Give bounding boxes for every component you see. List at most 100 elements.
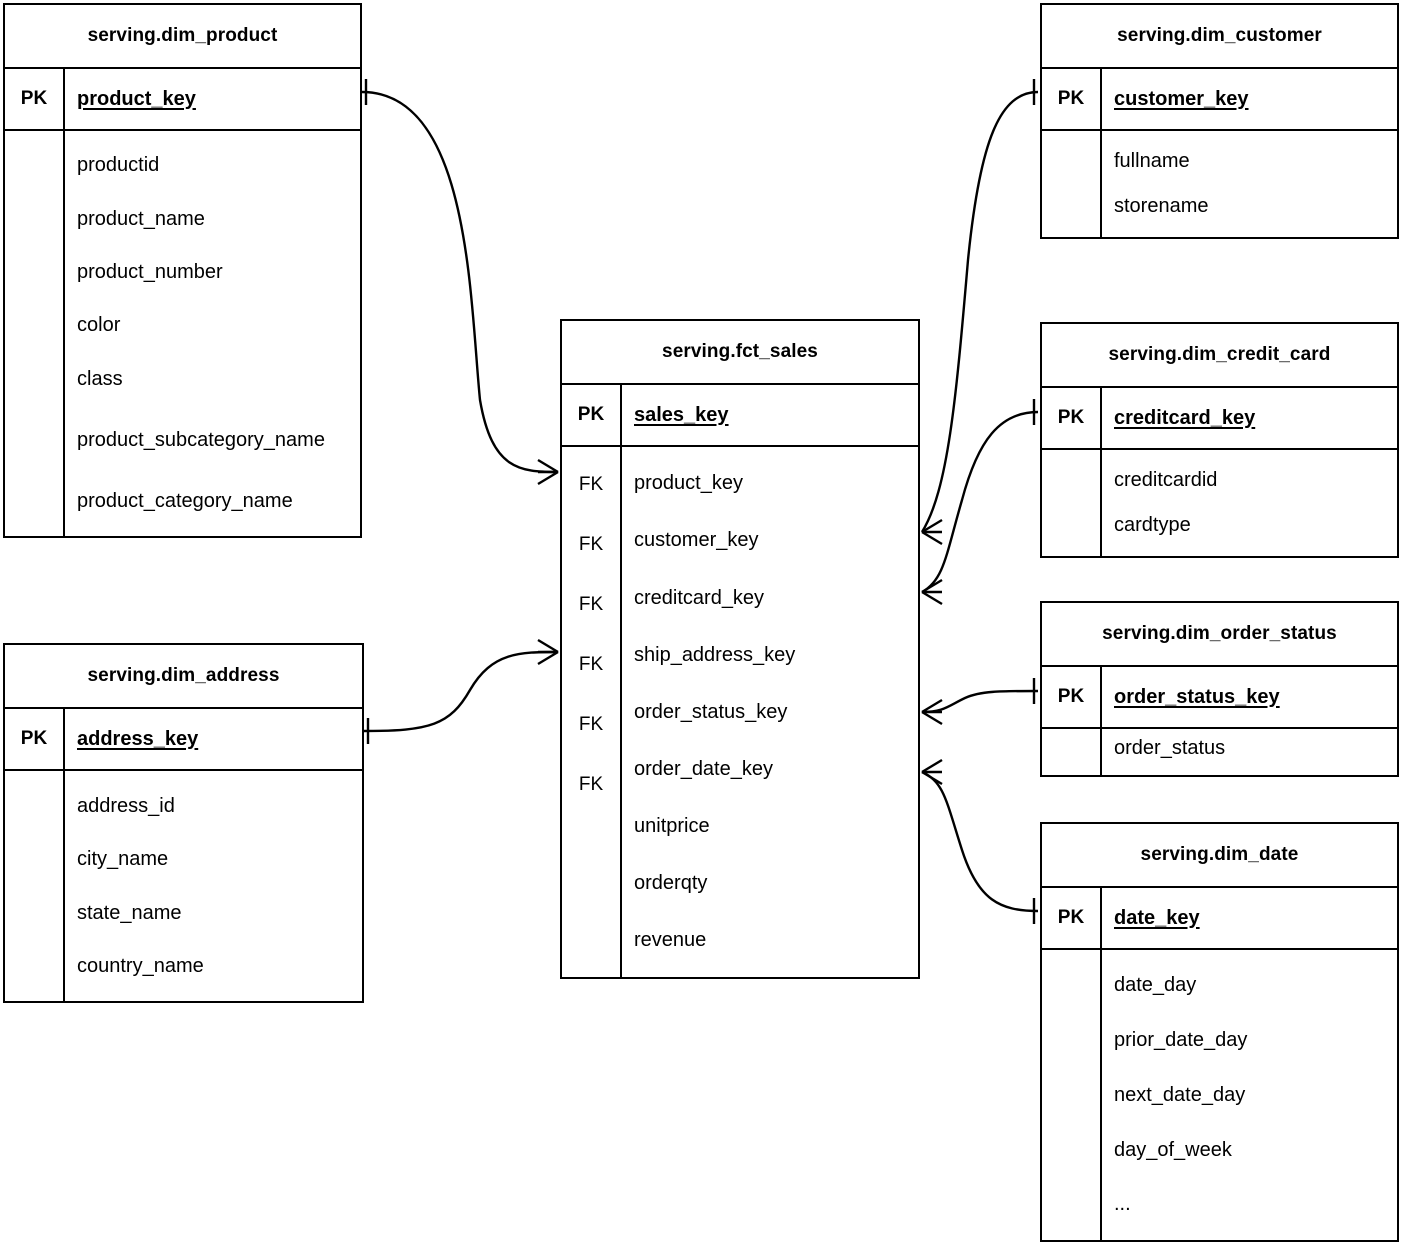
relationship-creditcard xyxy=(921,399,1039,606)
attribute-row: date_day xyxy=(1114,974,1197,997)
fk-gutter: FK FK FK FK FK FK xyxy=(562,447,622,979)
attribute-list: address_id city_name state_name country_… xyxy=(65,771,362,1003)
pk-tag: PK xyxy=(1042,69,1102,129)
attribute-list: creditcardid cardtype xyxy=(1102,450,1397,558)
entity-dim-order-status[interactable]: serving.dim_order_status PK order_status… xyxy=(1040,601,1399,777)
crowfoot-address-a xyxy=(537,638,559,654)
attributes-section: FK FK FK FK FK FK product_key customer_k… xyxy=(562,445,918,979)
crowfoot-date-c xyxy=(921,770,943,786)
entity-title: serving.dim_order_status xyxy=(1102,623,1337,644)
entity-dim-credit-card[interactable]: serving.dim_credit_card PK creditcard_ke… xyxy=(1040,322,1399,558)
attributes-section: date_day prior_date_day next_date_day da… xyxy=(1042,948,1397,1242)
relationship-customer xyxy=(920,79,1039,546)
crowfoot-product-c xyxy=(537,470,559,486)
pk-row: PK creditcard_key xyxy=(1042,386,1397,448)
attribute-row: customer_key xyxy=(634,529,759,552)
attributes-section: fullname storename xyxy=(1042,129,1397,239)
crowfoot-creditcard-c xyxy=(921,590,943,606)
entity-title: serving.dim_credit_card xyxy=(1108,344,1331,365)
attribute-row: creditcardid xyxy=(1114,469,1218,492)
entity-dim-product[interactable]: serving.dim_product PK product_key produ… xyxy=(3,3,362,538)
attribute-list: product_key customer_key creditcard_key … xyxy=(622,447,918,979)
attribute-list: date_day prior_date_day next_date_day da… xyxy=(1102,950,1397,1242)
pk-tag: PK xyxy=(5,709,65,769)
pk-row: PK product_key xyxy=(5,67,360,129)
attribute-row: country_name xyxy=(77,955,204,978)
entity-dim-date[interactable]: serving.dim_date PK date_key date_day pr… xyxy=(1040,822,1399,1242)
crowfoot-orderstatus-a xyxy=(921,698,943,714)
attribute-row: creditcard_key xyxy=(634,586,765,609)
attributes-section: productid product_name product_number co… xyxy=(5,129,360,538)
entity-title: serving.fct_sales xyxy=(662,341,818,362)
relationship-product xyxy=(361,79,559,486)
entity-fct-sales[interactable]: serving.fct_sales PK sales_key FK FK FK … xyxy=(560,319,920,979)
entity-dim-customer[interactable]: serving.dim_customer PK customer_key ful… xyxy=(1040,3,1399,239)
pk-field: product_key xyxy=(77,87,196,110)
attr-gutter xyxy=(5,771,65,1003)
relationship-date xyxy=(921,758,1039,924)
fk-tag: FK xyxy=(578,534,604,555)
attribute-row: productid xyxy=(77,154,160,177)
attribute-row: product_subcategory_name xyxy=(77,428,325,451)
crowfoot-product-a xyxy=(537,458,559,474)
attribute-row: order_status xyxy=(1114,736,1226,759)
crowfoot-creditcard-a xyxy=(921,578,943,594)
pk-field: order_status_key xyxy=(1114,685,1280,708)
attribute-row: product_name xyxy=(77,207,205,230)
pk-tag: PK xyxy=(5,69,65,129)
pk-row: PK address_key xyxy=(5,707,362,769)
pk-field: creditcard_key xyxy=(1114,406,1256,429)
crowfoot-address-c xyxy=(537,650,559,666)
attributes-section: creditcardid cardtype xyxy=(1042,448,1397,558)
attribute-row: day_of_week xyxy=(1114,1138,1232,1161)
attribute-list: order_status xyxy=(1102,729,1397,777)
attributes-section: order_status xyxy=(1042,727,1397,777)
pk-tag: PK xyxy=(1042,888,1102,948)
entity-title: serving.dim_customer xyxy=(1117,25,1322,46)
attr-gutter xyxy=(1042,729,1102,777)
attribute-row: order_date_key xyxy=(634,757,773,780)
fk-tag: FK xyxy=(578,474,604,495)
attribute-row: product_number xyxy=(77,261,223,283)
entity-title: serving.dim_product xyxy=(87,25,278,46)
attributes-section: address_id city_name state_name country_… xyxy=(5,769,362,1003)
fk-tag: FK xyxy=(578,594,604,615)
fk-tag: FK xyxy=(578,714,604,735)
fk-tag: FK xyxy=(578,654,604,675)
pk-field: customer_key xyxy=(1114,87,1249,110)
attr-gutter xyxy=(1042,450,1102,558)
pk-field: address_key xyxy=(77,727,199,750)
crowfoot-orderstatus-c xyxy=(921,710,943,726)
attribute-row: address_id xyxy=(77,794,175,817)
attribute-row: cardtype xyxy=(1114,514,1191,537)
attribute-row: order_status_key xyxy=(634,700,788,723)
fk-tag: FK xyxy=(578,774,604,795)
pk-tag: PK xyxy=(1042,388,1102,448)
attribute-row: product_key xyxy=(634,472,743,495)
crowfoot-customer-c xyxy=(921,530,943,546)
entity-title: serving.dim_address xyxy=(87,665,280,686)
attribute-row: ... xyxy=(1114,1193,1131,1216)
attribute-row: storename xyxy=(1114,195,1209,218)
attribute-row: prior_date_day xyxy=(1114,1029,1248,1051)
attribute-row: state_name xyxy=(77,901,182,924)
pk-row: PK customer_key xyxy=(1042,67,1397,129)
entity-dim-address[interactable]: serving.dim_address PK address_key addre… xyxy=(3,643,364,1003)
pk-row: PK order_status_key xyxy=(1042,665,1397,727)
relationship-address xyxy=(363,638,559,744)
attr-gutter xyxy=(5,131,65,538)
attribute-list: fullname storename xyxy=(1102,131,1397,239)
entity-title: serving.dim_date xyxy=(1140,844,1299,865)
relationship-orderstatus xyxy=(921,678,1039,726)
pk-field: date_key xyxy=(1114,906,1200,929)
attribute-list: productid product_name product_number co… xyxy=(65,131,360,538)
attribute-row: class xyxy=(77,367,123,390)
attribute-row: ship_address_key xyxy=(634,643,796,666)
attribute-row: fullname xyxy=(1114,150,1190,173)
pk-tag: PK xyxy=(1042,667,1102,727)
attribute-row: orderqty xyxy=(634,872,708,895)
attribute-row: city_name xyxy=(77,848,169,871)
attribute-row: unitprice xyxy=(634,815,710,838)
pk-row: PK sales_key xyxy=(562,383,918,445)
